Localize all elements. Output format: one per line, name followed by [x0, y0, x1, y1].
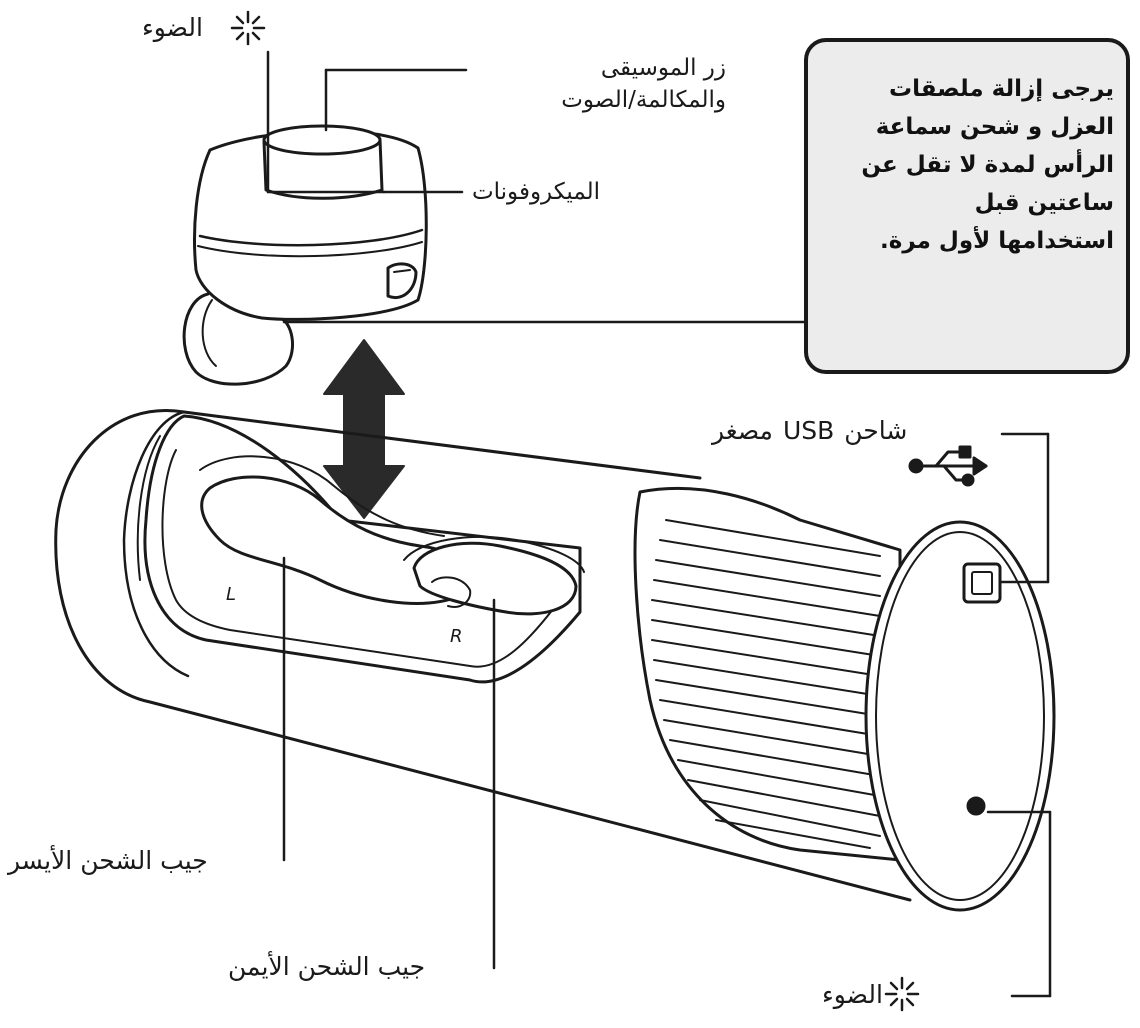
knurl-ridges [651, 519, 881, 849]
right-pocket [412, 541, 578, 616]
light-label-bottom: الضوء [822, 980, 883, 1009]
end-cap [864, 520, 1056, 912]
charging-case [54, 409, 1056, 912]
double-arrow-icon [323, 339, 405, 519]
light-sparkle-icon [230, 10, 266, 46]
earbud [182, 124, 428, 386]
mark-left: L [226, 584, 236, 605]
instruction-note-text: يرجى إزالة ملصقات العزل و شحن سماعة الرأ… [861, 76, 1114, 254]
instruction-note: يرجى إزالة ملصقات العزل و شحن سماعة الرأ… [804, 38, 1130, 374]
leader-lines-earbud [266, 50, 806, 324]
case-outline [54, 409, 912, 902]
music-call-button-label: زر الموسيقى والمكالمة/الصوت [561, 55, 726, 113]
usb-charger-label: مصغر USB شاحن [712, 416, 907, 445]
usb-port [962, 562, 1002, 604]
light-label-top: الضوء [142, 13, 203, 42]
indicator-dot [966, 796, 986, 816]
usb-icon [908, 445, 988, 487]
knurled-cylinder [633, 486, 902, 862]
mark-right: R [450, 626, 463, 647]
usb-label-suffix: مصغر [712, 416, 773, 445]
leader-lines-case [282, 432, 1052, 998]
usb-label-prefix: شاحن [844, 416, 908, 445]
light-sparkle-icon [884, 976, 920, 1012]
usb-label-brand: USB [782, 416, 835, 445]
left-pocket-label: جيب الشحن الأيسر [8, 846, 208, 875]
music-call-button [262, 124, 382, 156]
right-pocket-label: جيب الشحن الأيمن [228, 952, 426, 981]
microphones-label: الميكروفونات [472, 179, 601, 205]
